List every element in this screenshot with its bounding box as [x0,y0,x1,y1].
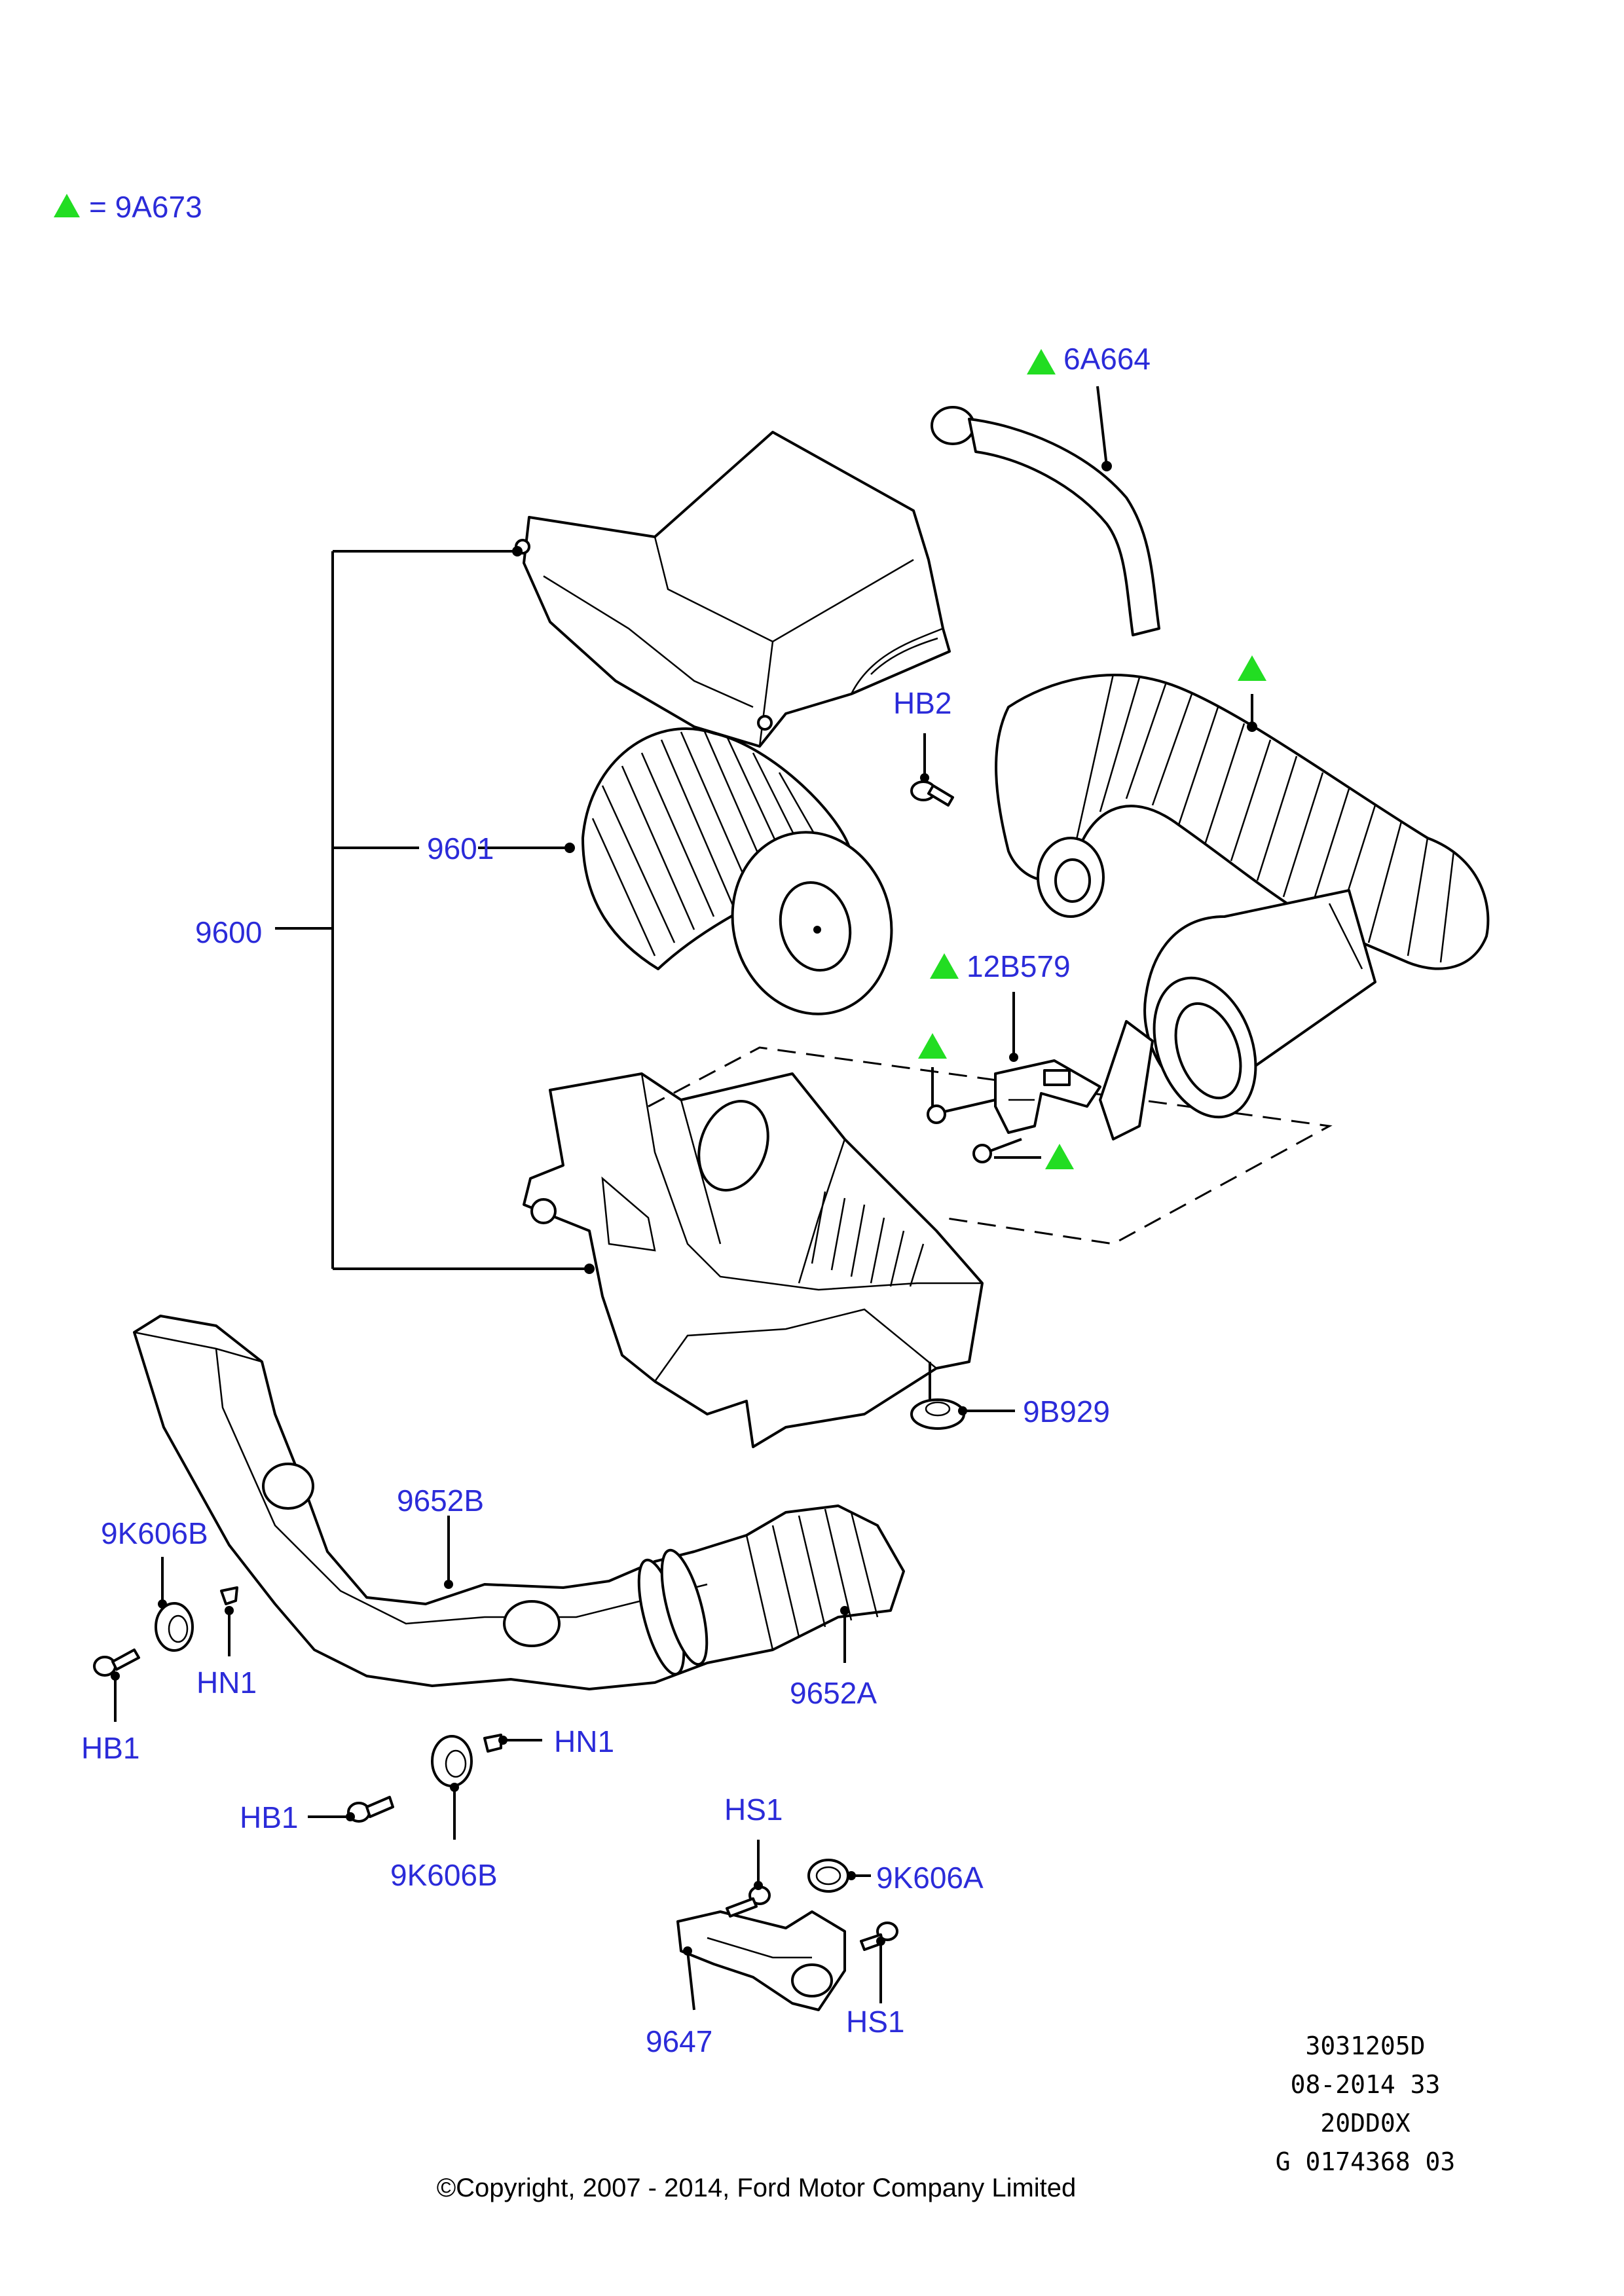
label-hn1-left: HN1 [196,1666,257,1700]
copyright-text: ©Copyright, 2007 - 2014, Ford Motor Comp… [437,2174,1077,2202]
intake-duct [133,1315,905,1690]
sensor-screws [927,1099,1022,1163]
air-cleaner-cover [515,431,951,748]
ref-line-4: G 0174368 03 [1276,2147,1456,2176]
part-labels: 6A664 HB2 9601 9600 12B579 9B929 9652B 9… [81,342,1151,2058]
grommet-9k606b-upper [93,1586,238,1677]
reference-block: 3031205D 08-2014 33 20DD0X G 0174368 03 [1276,2032,1456,2176]
triangle-icon [930,953,959,979]
air-cleaner-body [523,1046,1333,1448]
maf-sensor-12b579 [994,1059,1101,1134]
markers [918,349,1266,1169]
label-9652b: 9652B [397,1484,484,1518]
label-9652a: 9652A [790,1676,877,1710]
label-9k606a: 9K606A [876,1861,984,1895]
legend-text: = 9A673 [89,190,202,224]
label-hb1-left: HB1 [81,1731,139,1765]
ref-line-1: 3031205D [1305,2032,1425,2060]
legend: = 9A673 [54,190,202,224]
ref-line-2: 08-2014 33 [1291,2070,1441,2099]
triangle-icon [1027,349,1056,374]
air-filter-element [581,727,893,1015]
triangle-icon [918,1033,947,1059]
label-12b579: 12B579 [967,949,1071,983]
label-9600: 9600 [195,915,262,949]
breather-tube-6a664 [931,406,1160,636]
grommet-9k606b-lower [347,1734,502,1823]
triangle-icon [54,194,80,217]
label-hs1-bottom: HS1 [846,2005,904,2039]
label-9k606b-lower: 9K606B [390,1858,498,1892]
label-hb2: HB2 [893,686,951,720]
triangle-icon [1045,1144,1074,1169]
label-9k606b-upper: 9K606B [101,1516,208,1550]
leader-lines [111,386,1257,2011]
label-9b929: 9B929 [1023,1394,1110,1429]
bolt-hb2 [910,780,954,807]
label-9647: 9647 [646,2024,712,2058]
label-hb1-mid: HB1 [240,1800,298,1834]
bracket-9647 [676,1859,898,2011]
label-6a664: 6A664 [1063,342,1151,376]
label-9601: 9601 [427,831,494,866]
triangle-icon [1238,655,1266,681]
outlet-duct [995,674,1490,1140]
ref-line-3: 20DD0X [1320,2109,1410,2138]
label-hn1-mid: HN1 [554,1724,614,1758]
label-hs1-top: HS1 [724,1793,783,1827]
